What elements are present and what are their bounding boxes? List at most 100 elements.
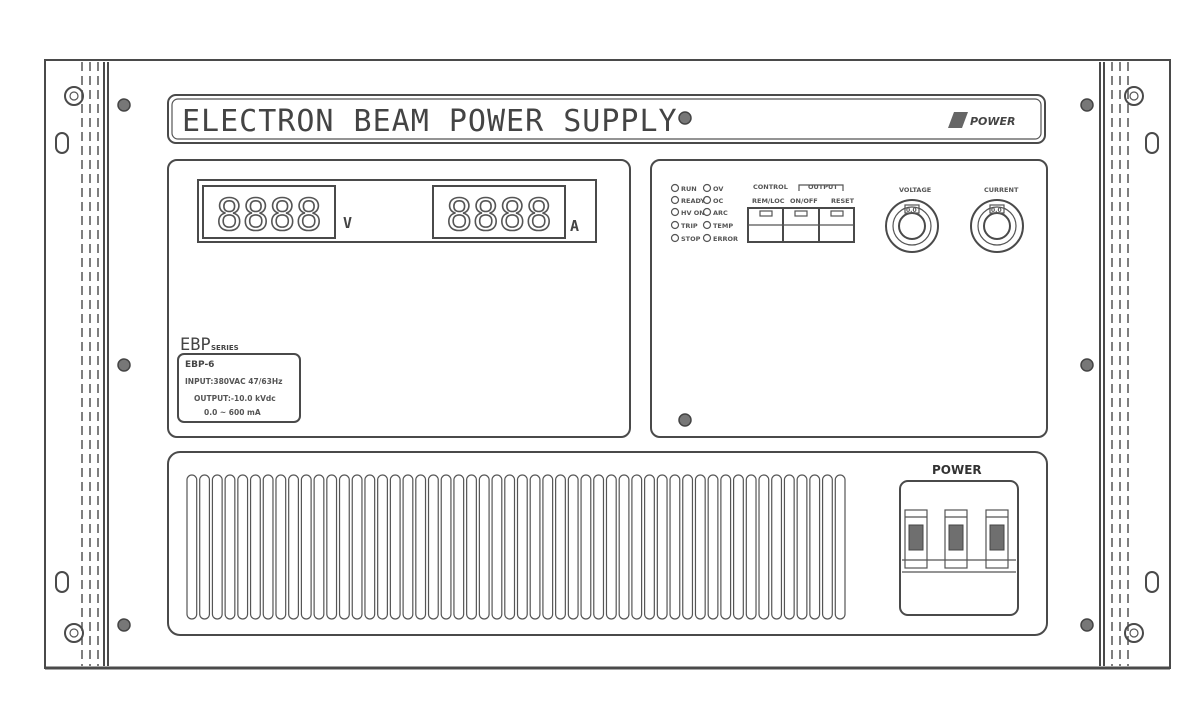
vent-slot: [453, 474, 465, 620]
vent-slot: [618, 474, 630, 620]
left-rack-ear: [55, 62, 109, 666]
vent-slot: [427, 474, 439, 620]
vent-slot: [338, 474, 350, 620]
voltage-digits: 8888: [216, 190, 322, 241]
led-arc: ARC: [702, 207, 728, 217]
vent-slot: [809, 474, 821, 620]
series-name: EBP: [180, 335, 211, 355]
reset-label: RESET: [831, 197, 855, 205]
vent-slot: [249, 474, 261, 620]
voltage-knob-label: VOLTAGE: [899, 186, 931, 194]
vent-slot: [821, 474, 833, 620]
svg-text:TRIP: TRIP: [681, 222, 698, 230]
mount-slot: [1145, 132, 1159, 154]
vent-slot: [669, 474, 681, 620]
voltage-knob[interactable]: VOLTAGE 0.0: [885, 186, 939, 253]
vent-slot: [199, 474, 211, 620]
breaker-pole[interactable]: [904, 509, 928, 569]
vent-grille: [186, 474, 846, 620]
control-mode-label: REM/LOC: [752, 197, 785, 205]
handle-bolt-icon: [1124, 623, 1144, 643]
vent-slot: [415, 474, 427, 620]
power-breaker[interactable]: POWER: [899, 463, 1019, 616]
current-knob[interactable]: CURRENT 0.0: [970, 186, 1024, 253]
vent-slot: [211, 474, 223, 620]
breaker-pole[interactable]: [985, 509, 1009, 569]
screw-icon: [117, 618, 131, 632]
led-error: ERROR: [702, 233, 738, 243]
vent-slot: [605, 474, 617, 620]
brand-logo-text: POWER: [970, 115, 1016, 128]
svg-text:OC: OC: [713, 197, 724, 205]
vent-slot: [707, 474, 719, 620]
model-label: EBP SERIES EBP-6 INPUT:380VAC 47/63Hz OU…: [177, 335, 301, 423]
vent-slot: [694, 474, 706, 620]
vent-slot: [656, 474, 668, 620]
brand-logo-icon: POWER: [948, 112, 1016, 128]
vent-slot: [745, 474, 757, 620]
screw-icon: [678, 111, 692, 125]
screw-icon: [1080, 98, 1094, 112]
vent-slot: [555, 474, 566, 620]
voltage-unit: V: [343, 214, 352, 232]
mount-slot: [1145, 571, 1159, 593]
led-temp: TEMP: [702, 220, 733, 230]
panel-title: ELECTRON BEAM POWER SUPPLY: [182, 104, 678, 139]
meter-panel: [167, 159, 631, 438]
on-off-button[interactable]: [794, 210, 808, 217]
svg-text:ARC: ARC: [713, 209, 728, 217]
vent-slot: [402, 474, 414, 620]
screw-icon: [678, 413, 692, 427]
vent-slot: [389, 474, 401, 620]
led-ready: READY: [670, 195, 705, 205]
vent-slot: [377, 474, 388, 620]
vent-slot: [478, 474, 490, 620]
handle-bolt-icon: [1124, 86, 1144, 106]
screw-icon: [1080, 358, 1094, 372]
model-number: EBP-6: [185, 360, 214, 370]
power-label: POWER: [932, 463, 982, 477]
vent-slot: [504, 474, 516, 620]
svg-text:READY: READY: [681, 197, 705, 205]
vent-slot: [262, 474, 274, 620]
vent-slot: [631, 474, 643, 620]
model-plate: [177, 353, 301, 423]
handle-bolt-icon: [64, 86, 84, 106]
screw-icon: [117, 98, 131, 112]
vent-slot: [593, 474, 605, 620]
model-current-range: 0.0 ~ 600 mA: [204, 408, 261, 417]
current-knob-label: CURRENT: [984, 186, 1019, 194]
vent-slot: [491, 474, 503, 620]
vent-slot: [771, 474, 783, 620]
mount-slot: [55, 571, 69, 593]
vent-slot: [237, 474, 249, 620]
reset-button[interactable]: [830, 210, 844, 217]
vent-slot: [275, 474, 287, 620]
current-digits: 8888: [446, 190, 552, 241]
vent-slot: [351, 474, 363, 620]
vent-slot: [516, 474, 528, 620]
voltage-knob-value: 0.0: [906, 207, 917, 214]
vent-slot: [682, 474, 694, 620]
screw-icon: [1080, 618, 1094, 632]
meter-bezel: [197, 179, 597, 243]
indicator-led-group: RUN READY HV ON TRIP STOP OV OC ARC TEMP…: [670, 183, 738, 243]
vent-slot: [186, 474, 198, 620]
rem-loc-switch[interactable]: [759, 210, 773, 217]
control-panel: [650, 159, 1048, 438]
vent-slot: [313, 474, 325, 620]
vent-slot: [224, 474, 236, 620]
current-unit: A: [570, 217, 579, 235]
vent-slot: [720, 474, 732, 620]
led-hv-on: HV ON: [670, 207, 705, 217]
vent-slot: [567, 474, 579, 620]
bottom-panel: [167, 451, 1048, 636]
breaker-pole[interactable]: [944, 509, 968, 569]
current-display: [432, 185, 566, 239]
right-rack-ear: [1099, 62, 1159, 666]
vent-slot: [326, 474, 338, 620]
vent-slot: [542, 474, 554, 620]
handle-bolt-icon: [64, 623, 84, 643]
svg-text:HV ON: HV ON: [681, 209, 705, 217]
